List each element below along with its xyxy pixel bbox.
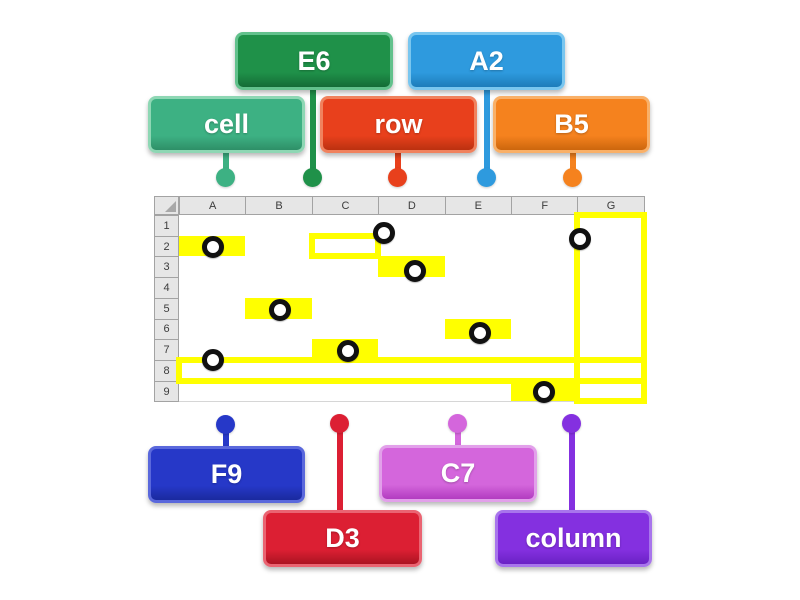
grid-cell (511, 297, 579, 320)
grid-cell (179, 256, 247, 279)
row-header-9: 9 (154, 380, 179, 403)
grid-cell (444, 380, 512, 403)
label-text: A2 (469, 45, 504, 76)
label-pin-stem (223, 153, 229, 178)
row-header-3: 3 (154, 256, 179, 279)
label-text: cell (203, 109, 250, 139)
label-pin-dot-icon[interactable] (562, 414, 581, 433)
label-box-c7[interactable]: C7 (379, 445, 537, 502)
label-box-d3[interactable]: D3 (263, 510, 422, 567)
label-text: D3 (325, 523, 360, 553)
grid-cell (444, 297, 512, 320)
grid-cell (511, 318, 579, 341)
label-pin-dot-icon[interactable] (563, 168, 582, 187)
grid-cell (511, 215, 579, 237)
column-header-E: E (444, 196, 512, 215)
grid-cell (378, 380, 446, 403)
column-header-A: A (179, 196, 247, 215)
target-marker-5[interactable] (269, 299, 291, 321)
target-marker-1[interactable] (202, 236, 224, 258)
label-box-e6[interactable]: E6 (235, 32, 393, 90)
grid-cell (245, 235, 313, 258)
grid-cell (444, 235, 512, 258)
label-text: F9 (210, 459, 243, 489)
label-box-a2[interactable]: A2 (408, 32, 565, 90)
target-marker-2[interactable] (373, 222, 395, 244)
column-header-F: F (511, 196, 579, 215)
label-pin-dot-icon[interactable] (216, 415, 235, 434)
label-pin-stem (395, 153, 401, 178)
label-pin-dot-icon[interactable] (388, 168, 407, 187)
grid-cell (245, 256, 313, 279)
grid-cell (311, 297, 380, 320)
row-header-2: 2 (154, 235, 179, 258)
label-box-row[interactable]: row (320, 96, 477, 153)
label-pin-stem (484, 90, 490, 178)
target-marker-4[interactable] (404, 260, 426, 282)
grid-cell (311, 277, 380, 299)
label-pin-dot-icon[interactable] (448, 414, 467, 433)
grid-cell (311, 318, 380, 341)
column-header-B: B (245, 196, 313, 215)
row-header-1: 1 (154, 215, 179, 237)
label-pin-stem (455, 423, 461, 447)
grid-cell (179, 318, 247, 341)
grid-cell (378, 297, 446, 320)
grid-cell (179, 297, 247, 320)
target-marker-8[interactable] (202, 349, 224, 371)
cell-outline (308, 232, 382, 260)
grid-cell (511, 277, 579, 299)
grid-cell (245, 380, 313, 403)
select-all-corner (154, 196, 179, 215)
label-pin-dot-icon[interactable] (303, 168, 322, 187)
column-header-C: C (311, 196, 380, 215)
label-box-f9[interactable]: F9 (148, 446, 305, 503)
label-pin-dot-icon[interactable] (330, 414, 349, 433)
label-text: row (374, 109, 423, 139)
row-header-5: 5 (154, 297, 179, 320)
grid-cell (444, 256, 512, 279)
label-pin-stem (570, 153, 576, 178)
label-text: B5 (554, 109, 589, 139)
label-text: C7 (440, 458, 476, 488)
target-marker-6[interactable] (469, 322, 491, 344)
label-pin-dot-icon[interactable] (477, 168, 496, 187)
corner-triangle-icon (165, 201, 176, 212)
row-header-6: 6 (154, 318, 179, 341)
label-pin-stem (337, 423, 343, 512)
grid-cell (245, 215, 313, 237)
column-header-D: D (378, 196, 446, 215)
label-pin-stem (310, 90, 316, 178)
label-pin-dot-icon[interactable] (216, 168, 235, 187)
grid-cell (179, 215, 247, 237)
label-text: E6 (297, 45, 331, 76)
grid-cell (444, 277, 512, 299)
grid-cell (179, 380, 247, 403)
grid-cell (444, 215, 512, 237)
label-pin-stem (569, 423, 575, 512)
column-outline (574, 212, 647, 405)
grid-cell (245, 277, 313, 299)
grid-cell (245, 318, 313, 341)
grid-cell (311, 256, 380, 279)
row-header-4: 4 (154, 277, 179, 299)
label-text: column (525, 523, 622, 553)
grid-cell (311, 380, 380, 403)
grid-cell (179, 277, 247, 299)
target-marker-3[interactable] (569, 228, 591, 250)
label-box-b5[interactable]: B5 (493, 96, 650, 153)
label-box-cell[interactable]: cell (148, 96, 305, 153)
target-marker-7[interactable] (337, 340, 359, 362)
label-box-column[interactable]: column (495, 510, 652, 567)
target-marker-9[interactable] (533, 381, 555, 403)
label-pin-stem (223, 424, 229, 448)
grid-cell (378, 318, 446, 341)
grid-cell (511, 256, 579, 279)
